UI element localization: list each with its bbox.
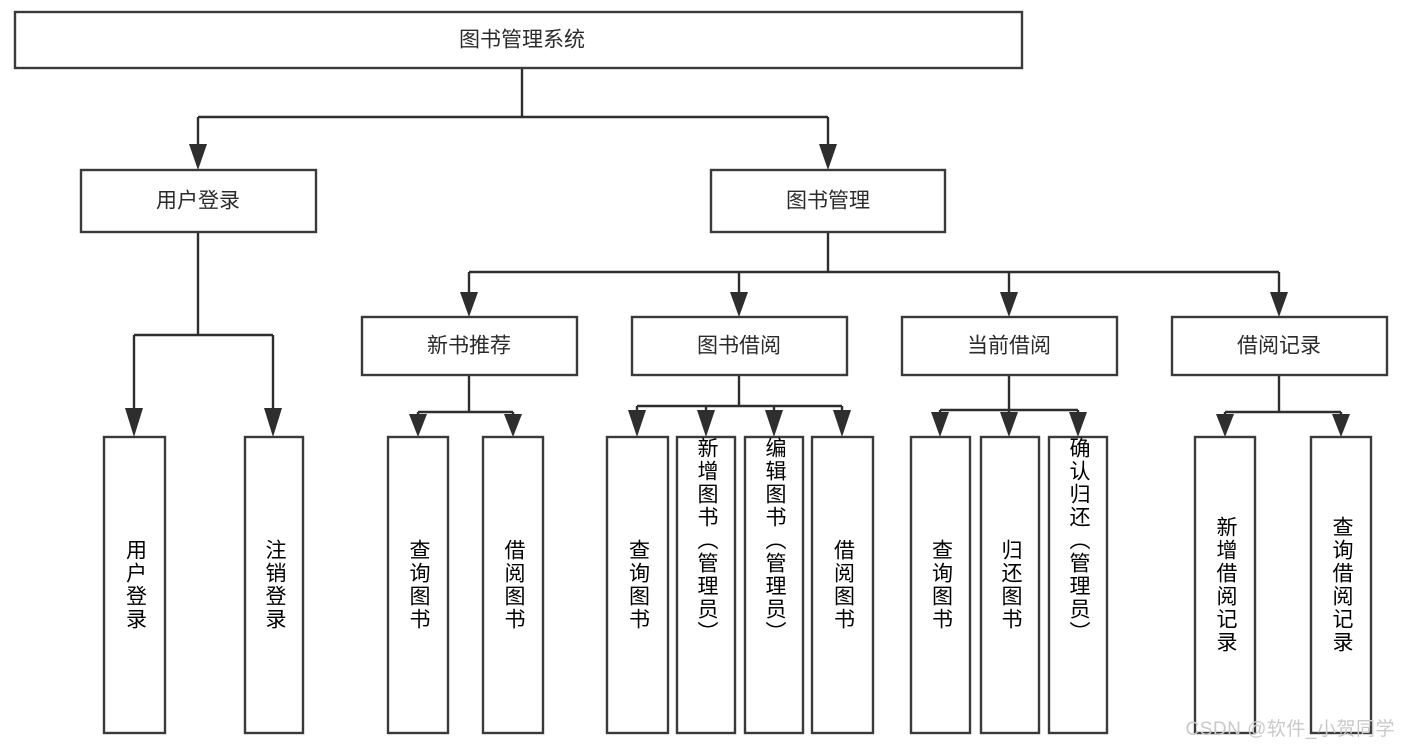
node-book-borrow-box[interactable] (630, 315, 849, 377)
node-new-book-recommend-box[interactable] (360, 315, 579, 377)
node-borrow-record-box[interactable] (1170, 315, 1389, 377)
leaf-node-add-record[interactable]: 新增借阅记录 (1193, 435, 1257, 735)
arrow-head-leaf-return-book (1000, 412, 1018, 437)
leaf-node-borrow-book-1[interactable]: 借阅图书 (481, 435, 545, 735)
leaf-node-add-book-box[interactable] (675, 435, 737, 735)
leaf-node-query-book-2-box[interactable] (605, 435, 670, 735)
node-user-login-box[interactable] (79, 168, 318, 234)
arrow-head-borrow-record (1270, 292, 1288, 317)
node-current-borrow[interactable]: 当前借阅 (900, 315, 1119, 377)
leaf-node-user-logout-label: 注销登录 (263, 539, 286, 631)
connector-group-new-book-recommend (409, 375, 522, 437)
arrow-head-current-borrow (1000, 292, 1018, 317)
node-current-borrow-label: 当前借阅 (967, 335, 1051, 358)
arrow-head-leaf-add-record (1216, 414, 1234, 437)
leaf-node-borrow-book-2-label: 借阅图书 (831, 539, 855, 631)
leaf-node-user-logout-box[interactable] (243, 435, 305, 735)
leaf-node-query-book-3-box[interactable] (909, 435, 972, 735)
leaf-node-query-book-3-label: 查询图书 (929, 539, 953, 631)
leaf-node-query-record-label: 查询借阅记录 (1330, 516, 1353, 654)
arrow-head-leaf-borrow-book-1 (504, 414, 522, 437)
arrow-head-new-book-recommend (460, 292, 478, 317)
leaf-node-add-book[interactable]: 新增图书（管理员） (675, 435, 737, 735)
node-borrow-record-label: 借阅记录 (1237, 335, 1321, 358)
arrow-head-leaf-add-book (697, 410, 715, 437)
connector-group-borrow-record (1216, 375, 1350, 437)
arrow-head-leaf-query-book-1 (409, 414, 427, 437)
leaf-node-borrow-book-1-label: 借阅图书 (502, 539, 525, 631)
arrow-head-leaf-user-login (125, 408, 143, 437)
node-borrow-record[interactable]: 借阅记录 (1170, 315, 1389, 377)
leaf-node-query-book-1-label: 查询图书 (407, 539, 430, 631)
connector-group-user-login (125, 232, 282, 437)
leaf-node-query-book-2[interactable]: 查询图书 (605, 435, 670, 735)
node-user-login[interactable]: 用户登录 (79, 168, 318, 234)
node-root-label: 图书管理系统 (459, 29, 585, 52)
leaf-node-query-book-1-box[interactable] (386, 435, 450, 735)
leaf-node-query-book-1[interactable]: 查询图书 (386, 435, 450, 735)
node-new-book-recommend[interactable]: 新书推荐 (360, 315, 579, 377)
arrow-head-leaf-borrow-book-2 (833, 410, 851, 437)
arrow-head-leaf-query-book-2 (628, 410, 646, 437)
leaf-node-user-login[interactable]: 用户登录 (102, 435, 167, 735)
node-book-manage-box[interactable] (709, 168, 947, 234)
leaf-node-user-login-label: 用户登录 (123, 539, 147, 631)
node-book-borrow[interactable]: 图书借阅 (630, 315, 849, 377)
leaf-node-confirm-return[interactable]: 确认归还（管理员） (1047, 435, 1109, 735)
leaf-node-add-book-label: 新增图书（管理员） (695, 437, 718, 644)
leaf-node-query-record[interactable]: 查询借阅记录 (1309, 435, 1373, 735)
leaf-node-edit-book-box[interactable] (743, 435, 805, 735)
arrow-head-leaf-confirm-return (1069, 412, 1087, 437)
leaf-node-borrow-book-2-box[interactable] (810, 435, 875, 735)
leaf-node-edit-book-label: 编辑图书（管理员） (763, 437, 786, 644)
connector-group-current-borrow (931, 375, 1087, 437)
leaf-node-borrow-book-2[interactable]: 借阅图书 (810, 435, 875, 735)
node-current-borrow-box[interactable] (900, 315, 1119, 377)
leaf-node-query-book-2-label: 查询图书 (626, 539, 650, 631)
leaf-node-user-logout[interactable]: 注销登录 (243, 435, 305, 735)
arrow-head-leaf-query-record (1332, 414, 1350, 437)
leaf-node-add-record-box[interactable] (1193, 435, 1257, 735)
leaf-node-return-book-box[interactable] (979, 435, 1041, 735)
leaf-node-return-book-label: 归还图书 (999, 539, 1022, 631)
arrow-head-leaf-user-logout (264, 408, 282, 437)
leaf-node-borrow-book-1-box[interactable] (481, 435, 545, 735)
node-user-login-label: 用户登录 (156, 190, 240, 213)
leaf-node-edit-book[interactable]: 编辑图书（管理员） (743, 435, 805, 735)
connector-group-book-borrow (628, 375, 851, 437)
node-root-box[interactable] (13, 10, 1024, 70)
node-root[interactable]: 图书管理系统 (13, 10, 1024, 70)
arrow-head-user-login (189, 144, 207, 170)
leaf-node-confirm-return-box[interactable] (1047, 435, 1109, 735)
arrow-head-book-borrow (730, 292, 748, 317)
leaf-node-return-book[interactable]: 归还图书 (979, 435, 1041, 735)
arrow-head-leaf-edit-book (765, 410, 783, 437)
node-book-manage-label: 图书管理 (786, 190, 870, 213)
node-book-borrow-label: 图书借阅 (697, 335, 781, 358)
leaf-node-user-login-box[interactable] (102, 435, 167, 735)
arrow-head-book-manage (819, 144, 837, 170)
leaf-node-confirm-return-label: 确认归还（管理员） (1067, 437, 1090, 644)
arrow-head-leaf-query-book-3 (931, 412, 949, 437)
leaf-node-query-book-3[interactable]: 查询图书 (909, 435, 972, 735)
node-new-book-recommend-label: 新书推荐 (427, 335, 511, 358)
connector-group-book-manage (460, 232, 1288, 317)
connector-group-root (189, 68, 837, 170)
leaf-node-add-record-label: 新增借阅记录 (1214, 516, 1237, 654)
node-book-manage[interactable]: 图书管理 (709, 168, 947, 234)
leaf-node-query-record-box[interactable] (1309, 435, 1373, 735)
